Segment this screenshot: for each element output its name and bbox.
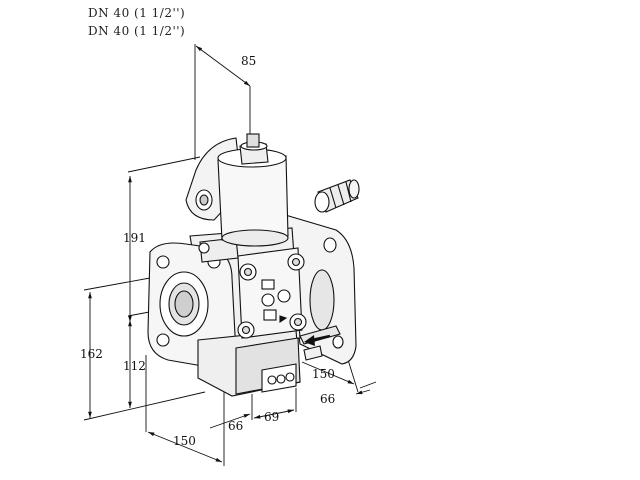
nominal-size-label-1: DN 40 (1 1/2'') bbox=[88, 6, 186, 20]
dim-112: 112 bbox=[123, 359, 146, 373]
flow-arrow-icon bbox=[304, 334, 331, 346]
dim-66-bottom: 66 bbox=[228, 419, 243, 433]
dim-85: 85 bbox=[241, 54, 256, 68]
nominal-size-label-2: DN 40 (1 1/2'') bbox=[88, 24, 186, 38]
dim-191: 191 bbox=[123, 231, 146, 245]
dim-150-right: 150 bbox=[312, 367, 335, 381]
dim-162: 162 bbox=[80, 347, 103, 361]
dim-66-right: 66 bbox=[320, 392, 335, 406]
valve-body bbox=[147, 133, 360, 397]
dim-69: 69 bbox=[264, 410, 279, 424]
dim-150-bottom: 150 bbox=[173, 434, 196, 448]
